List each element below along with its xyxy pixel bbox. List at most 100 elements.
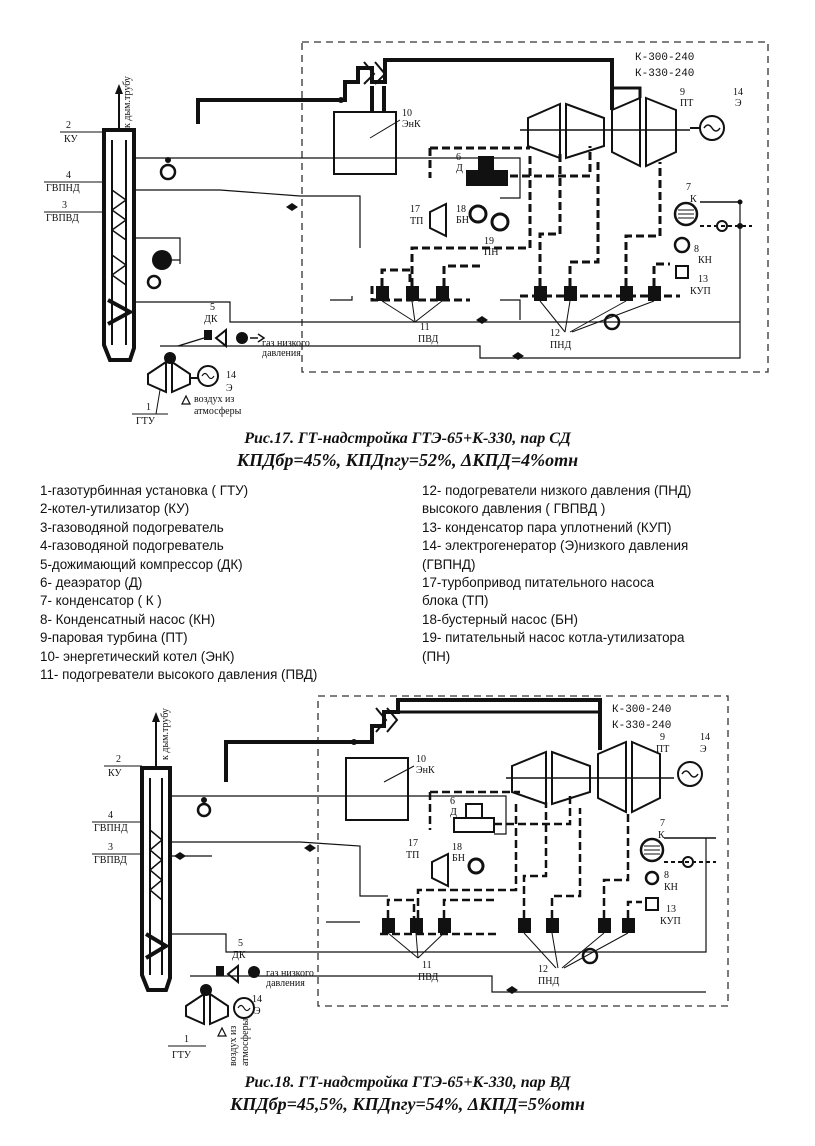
gland-steam-condenser (675, 265, 689, 279)
legend-item: 10- энергетический котел (ЭнК) (40, 648, 235, 664)
energy-boiler (345, 757, 409, 821)
drain-pump (581, 947, 599, 965)
d-label: Д (450, 807, 457, 818)
pn-label: ПН (484, 247, 498, 258)
legend-item: высокого давления ( ГВПВД ) (422, 501, 606, 517)
electric-generator (677, 761, 703, 787)
diagram-fig17: К-300-240 К-330-240 к дым.трубу 2 КУ 4 Г… (0, 0, 815, 430)
feed-pump-turbine (429, 202, 447, 238)
scheme-fig18-svg: К-300-240 К-330-240 к дым.трубу 2 КУ 4 Г… (92, 695, 729, 1066)
pnd-number: 12 (550, 328, 560, 339)
kup-number: 13 (698, 274, 708, 285)
gland-steam-condenser (645, 897, 659, 911)
legend-item: (ПН) (422, 648, 451, 664)
waste-heat-boiler (102, 128, 136, 362)
turbine-plant-boundary (301, 41, 769, 373)
legend-item: 12- подогреватели низкого давления (ПНД) (422, 483, 692, 498)
kn-label: КН (664, 882, 678, 893)
booster-pump (468, 204, 488, 224)
pt-number: 9 (680, 87, 685, 98)
heater-mark: Н (623, 289, 630, 299)
scheme-fig17-svg: К-300-240 К-330-240 к дым.трубу 2 КУ 4 Г… (44, 41, 769, 427)
enk-label: ЭнК (402, 119, 421, 130)
ku-label: КУ (64, 134, 78, 145)
gtu-number: 1 (184, 1034, 189, 1045)
energy-boiler (333, 111, 397, 175)
e-number: 14 (733, 87, 743, 98)
gas-turbine-unit (185, 984, 255, 1026)
heater-mark: Н (549, 921, 556, 931)
condenser (673, 201, 699, 227)
heater-mark: Н (413, 921, 420, 931)
kn-number: 8 (664, 870, 669, 881)
chimney-label: к дым.трубу (160, 708, 171, 760)
heater-mark: Н (537, 289, 544, 299)
ku-number: 2 (116, 754, 121, 765)
gvpvd-number: 3 (108, 842, 113, 853)
pnd-label: ПНД (538, 976, 559, 987)
extraction-lines (380, 790, 642, 936)
heater-mark: Н (567, 289, 574, 299)
d-label: Д (456, 163, 463, 174)
legend-item: 14- электрогенератор (Э)низкого давления (422, 538, 689, 554)
caption-fig17: Рис.17. ГТ-надстройка ГТЭ-65+К-330, пар … (0, 430, 815, 471)
bn-number: 18 (452, 842, 462, 853)
d-number: 6 (450, 796, 455, 807)
enk-label: ЭнК (416, 765, 435, 776)
e-label: Э (735, 98, 742, 109)
tp-label: ТП (410, 216, 423, 227)
dk-label: ДК (204, 314, 218, 325)
figure-title: Рис.18. ГТ-надстройка ГТЭ-65+К-330, пар … (244, 1074, 571, 1091)
legend-item: 9-паровая турбина (ПТ) (40, 630, 188, 646)
legend-item: 7- конденсатор ( К ) (40, 593, 162, 609)
steam-turbine (506, 740, 674, 814)
deaerator (466, 156, 508, 186)
condensate-pump (644, 870, 660, 886)
kn-number: 8 (694, 244, 699, 255)
gvpnd-number: 4 (108, 810, 113, 821)
turbine-plant-boundary (317, 695, 729, 1007)
legend-item: 2-котел-утилизатор (КУ) (40, 501, 190, 517)
pvd-label: ПВД (418, 334, 439, 345)
turbine-model-label: К-330-240 (612, 720, 671, 732)
condenser (639, 837, 665, 863)
valves (286, 203, 524, 360)
legend: 1-газотурбинная установка ( ГТУ) 2-котел… (0, 482, 815, 690)
gvpvd-number: 3 (62, 200, 67, 211)
figure-efficiency: КПДбр=45,5%, КПДпгу=54%, ΔКПД=5%отн (230, 1094, 585, 1114)
gtu-number: 1 (146, 402, 151, 413)
heater-mark: Н (409, 289, 416, 299)
e-number: 14 (700, 732, 710, 743)
enk-number: 10 (416, 754, 426, 765)
kup-number: 13 (666, 904, 676, 915)
valves (174, 844, 518, 994)
legend-item: 18-бустерный насос (БН) (422, 611, 578, 627)
feedwater-lines (134, 157, 741, 359)
pvd-number: 11 (422, 960, 432, 971)
turbine-model-label: К-300-240 (612, 704, 671, 716)
gtu-label: ГТУ (172, 1050, 192, 1061)
gen-label: Э (226, 383, 233, 394)
dk-label: ДК (232, 950, 246, 961)
k-number: 7 (660, 818, 665, 829)
gen-number: 14 (252, 994, 262, 1005)
k-number: 7 (686, 182, 691, 193)
legend-item: 19- питательный насос котла-утилизатора (422, 630, 685, 646)
air-label: воздух из (228, 1026, 239, 1066)
bn-label: БН (452, 853, 465, 864)
tp-number: 17 (410, 204, 420, 215)
heater-mark: Н (385, 921, 392, 931)
gas-label: давления (266, 978, 305, 989)
gvpvd-label: ГВПВД (46, 213, 79, 224)
legend-right-column: 12- подогреватели низкого давления (ПНД)… (422, 482, 782, 666)
tp-label: ТП (406, 850, 419, 861)
legend-item: 3-газоводяной подогреватель (40, 519, 224, 535)
bn-number: 18 (456, 204, 466, 215)
legend-item: 4-газоводяной подогреватель (40, 538, 224, 554)
turbine-model-label: К-300-240 (635, 52, 694, 64)
deaerator (453, 803, 495, 833)
gvpvd-label: ГВПВД (94, 855, 127, 866)
